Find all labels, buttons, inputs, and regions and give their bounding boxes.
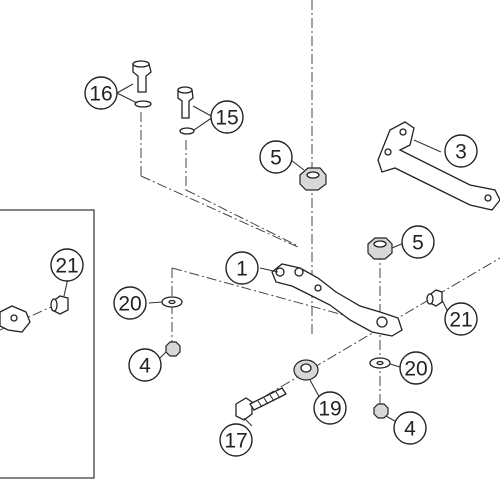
callout-c4a: 4 (128, 348, 162, 382)
callout-c5b: 5 (401, 225, 435, 259)
callout-label: 4 (139, 355, 151, 378)
callout-label: 3 (455, 141, 467, 164)
callout-label: 20 (118, 293, 141, 316)
fitting-part-21-right (426, 289, 443, 307)
assembly-lines (0, 0, 500, 410)
small-nut-part-4-right (373, 403, 389, 419)
callout-label: 4 (404, 418, 416, 441)
callout-c21b: 21 (444, 302, 478, 336)
callout-label: 1 (236, 258, 248, 281)
lever-part-1 (271, 263, 403, 337)
callout-label: 20 (404, 358, 427, 381)
pin-part-16 (132, 60, 152, 108)
inset-clip-part (0, 305, 31, 333)
fitting-part-21-inset (50, 295, 69, 315)
small-nut-part-4-left (165, 341, 181, 357)
callout-c1: 1 (225, 251, 259, 285)
callout-c16: 16 (84, 76, 118, 110)
callout-label: 19 (318, 398, 341, 421)
callout-c15: 15 (210, 100, 244, 134)
washer-part-20-left (161, 296, 183, 308)
bolt-part-17 (235, 387, 287, 421)
inset-detail-box (0, 209, 95, 479)
nut-part-5-upper (299, 167, 327, 191)
callout-c20b: 20 (399, 351, 433, 385)
callout-label: 5 (412, 232, 424, 255)
callout-label: 21 (449, 309, 472, 332)
callout-c20a: 20 (113, 286, 147, 320)
bracket-part-3 (377, 121, 500, 211)
callout-label: 21 (55, 255, 78, 278)
bushing-part-19 (293, 359, 319, 381)
callout-group: 16 15 5 3 5 1 21 20 21 4 20 19 17 4 (50, 76, 478, 457)
callout-c21a: 21 (50, 248, 84, 282)
washer-part-20-right (369, 357, 391, 369)
callout-label: 15 (215, 107, 238, 130)
pin-part-15 (177, 86, 195, 135)
callout-label: 5 (270, 147, 282, 170)
nut-part-5-lower (367, 237, 393, 260)
callout-label: 16 (89, 83, 112, 106)
callout-c3: 3 (444, 134, 478, 168)
callout-label: 17 (224, 430, 247, 453)
callout-c4b: 4 (393, 411, 427, 445)
callout-c17: 17 (219, 423, 253, 457)
callout-c5a: 5 (259, 140, 293, 174)
callout-c19: 19 (313, 391, 347, 425)
